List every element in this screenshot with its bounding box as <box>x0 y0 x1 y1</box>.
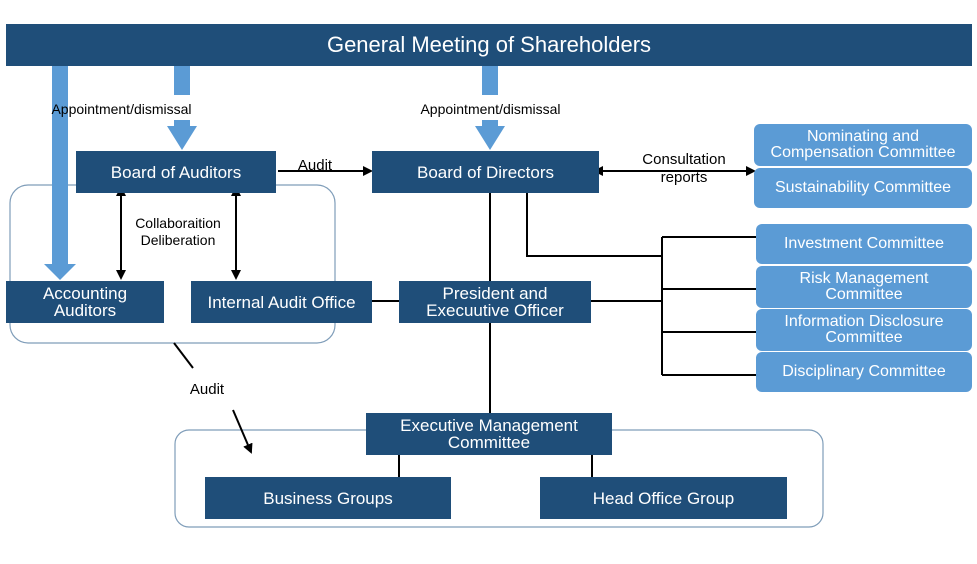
business-groups-box: Business Groups <box>205 477 451 519</box>
appointment-label-right: Appointment/dismissal <box>420 101 561 117</box>
bod-to-trunk-line <box>526 193 662 257</box>
audit-label-top: Audit <box>297 157 333 174</box>
internal-audit-office-box: Internal Audit Office <box>191 281 372 323</box>
audit-arrow-bottom <box>232 409 253 454</box>
appointment-arrow-directors <box>475 66 505 150</box>
general-meeting-title: General Meeting of Shareholders <box>326 32 652 57</box>
executive-management-box: Executive Management Committee <box>366 413 612 455</box>
accounting-auditors-box: Accounting Auditors <box>6 281 164 323</box>
disciplinary-committee-box: Disciplinary Committee <box>756 352 972 392</box>
head-office-group-box: Head Office Group <box>540 477 787 519</box>
collaboration-label: Collaboraition Deliberation <box>135 215 221 248</box>
board-of-directors-box: Board of Directors <box>372 151 599 193</box>
nominating-committee-box: Nominating and Compensation Committee <box>754 124 972 166</box>
board-of-auditors-box: Board of Auditors <box>76 151 276 193</box>
appointment-arrow-accounting <box>44 66 76 280</box>
consultation-label: Consultation reports <box>642 151 726 186</box>
sustainability-committee-box: Sustainability Committee <box>754 168 972 208</box>
general-meeting-banner: General Meeting of Shareholders <box>6 24 972 66</box>
audit-label-bottom: Audit <box>189 381 225 398</box>
risk-management-committee-box: Risk Management Committee <box>756 266 972 308</box>
investment-committee-box: Investment Committee <box>756 224 972 264</box>
president-box: President and Execuutive Officer <box>399 281 591 323</box>
information-disclosure-committee-box: Information Disclosure Committee <box>756 309 972 351</box>
appointment-label-left: Appointment/dismissal <box>51 101 192 117</box>
appointment-arrow-auditors <box>167 66 197 150</box>
